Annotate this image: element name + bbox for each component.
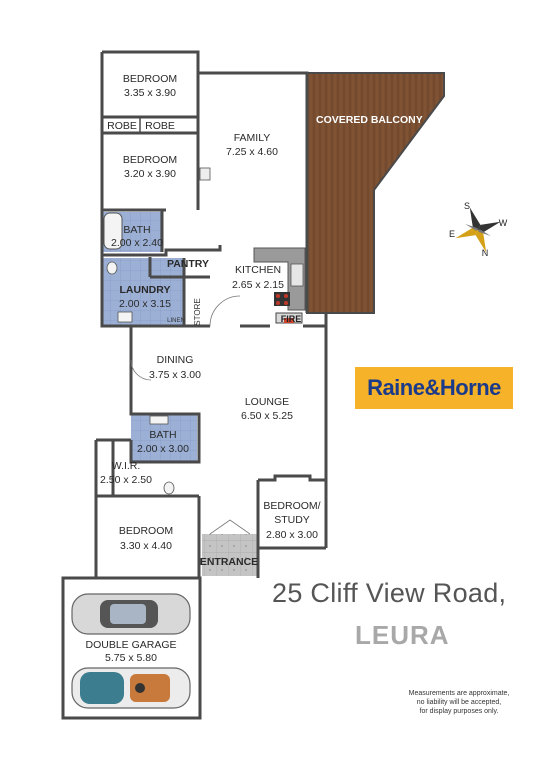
linen-label: LINEN [167,318,185,324]
dining-label: DINING [157,354,194,366]
robe2-label: ROBE [145,120,175,132]
wir-label: W.I.R. [112,460,141,472]
compass-w: W [499,218,508,228]
garage-label: DOUBLE GARAGE [85,639,176,651]
disclaimer-line-1: Measurements are approximate, [408,690,510,697]
bedroom3-label: BEDROOM [119,525,173,537]
pantry-label: PANTRY [167,258,209,270]
fire-label: FIRE [281,314,302,324]
lounge-label: LOUNGE [245,396,289,408]
bedroom1-size: 3.35 x 3.90 [124,87,176,99]
address-street: 25 Cliff View Road, [272,578,507,608]
disclaimer-line-2: no liability will be accepted, [416,699,502,706]
bath1-size: 2.00 x 2.40 [111,237,163,249]
bedroom2-size: 3.20 x 3.90 [124,168,176,180]
bedroom-study-size: 2.80 x 3.00 [266,529,318,541]
laundry-label: LAUNDRY [120,284,171,296]
toilet-upper [106,261,118,275]
bedroom2-label: BEDROOM [123,154,177,166]
lounge-size: 6.50 x 5.25 [241,410,293,422]
toilet-lower [163,481,175,495]
brand-name: Raine&Horne [367,375,501,400]
bedroom-study-label-2: STUDY [274,514,310,526]
disclaimer: Measurements are approximate, no liabili… [394,689,524,716]
disclaimer-line-3: for display purposes only. [419,708,499,715]
kitchen-sink [290,263,304,287]
walls [63,50,328,580]
compass-e: E [449,229,455,239]
covered-balcony-deck [306,72,445,314]
bath2-label: BATH [149,429,176,441]
bedroom-study-label: BEDROOM/ [263,500,320,512]
heater-icon [199,167,211,181]
address-suburb: LEURA [355,620,450,650]
entrance-label: ENTRANCE [200,556,258,568]
bathtub [103,212,123,250]
vanity-lower [149,415,169,425]
bath1-label: BATH [123,224,150,236]
family-size: 7.25 x 4.60 [226,146,278,158]
compass-rose-icon [455,207,501,253]
brand-logo: Raine&Horne [355,367,513,409]
garage-size: 5.75 x 5.80 [105,652,157,664]
balcony-label: COVERED BALCONY [316,114,423,126]
kitchen-size: 2.65 x 2.15 [232,279,284,291]
family-label: FAMILY [234,132,271,144]
compass-s: S [464,201,470,211]
robe1-label: ROBE [107,120,137,132]
laundry-size: 2.00 x 3.15 [119,298,171,310]
compass-n: N [482,248,489,258]
dining-size: 3.75 x 3.00 [149,369,201,381]
store-label: STORE [193,298,202,325]
kitchen-label: KITCHEN [235,264,281,276]
bedroom1-label: BEDROOM [123,73,177,85]
wir-size: 2.50 x 2.50 [100,474,152,486]
bedroom3-size: 3.30 x 4.40 [120,540,172,552]
bath2-size: 2.00 x 3.00 [137,443,189,455]
entrance-floor [202,534,258,576]
car-convertible-icon [71,667,191,709]
door-swings [130,295,251,535]
kitchen-bench [253,247,306,311]
laundry-tub [117,311,133,323]
car-sedan-icon [71,593,191,635]
